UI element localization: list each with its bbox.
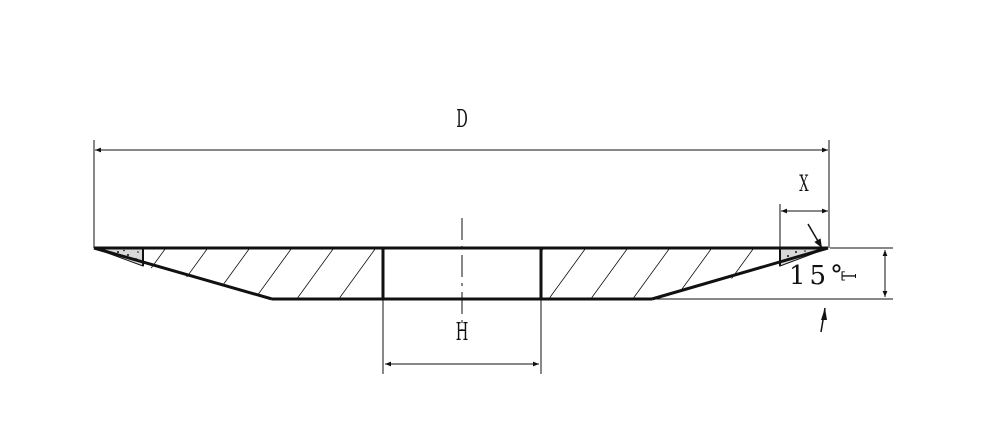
dimension-h [382, 299, 542, 374]
label-t: T [839, 271, 862, 281]
dimension-t [654, 247, 893, 300]
label-x: X [799, 172, 808, 197]
dimension-d [93, 140, 830, 248]
dimension-x [779, 204, 828, 248]
angle-leaders [807, 223, 827, 333]
wheel-section-hatch [143, 249, 780, 299]
label-h: H [456, 318, 469, 346]
label-d: D [456, 105, 468, 133]
label-angle: 15° [789, 261, 847, 291]
